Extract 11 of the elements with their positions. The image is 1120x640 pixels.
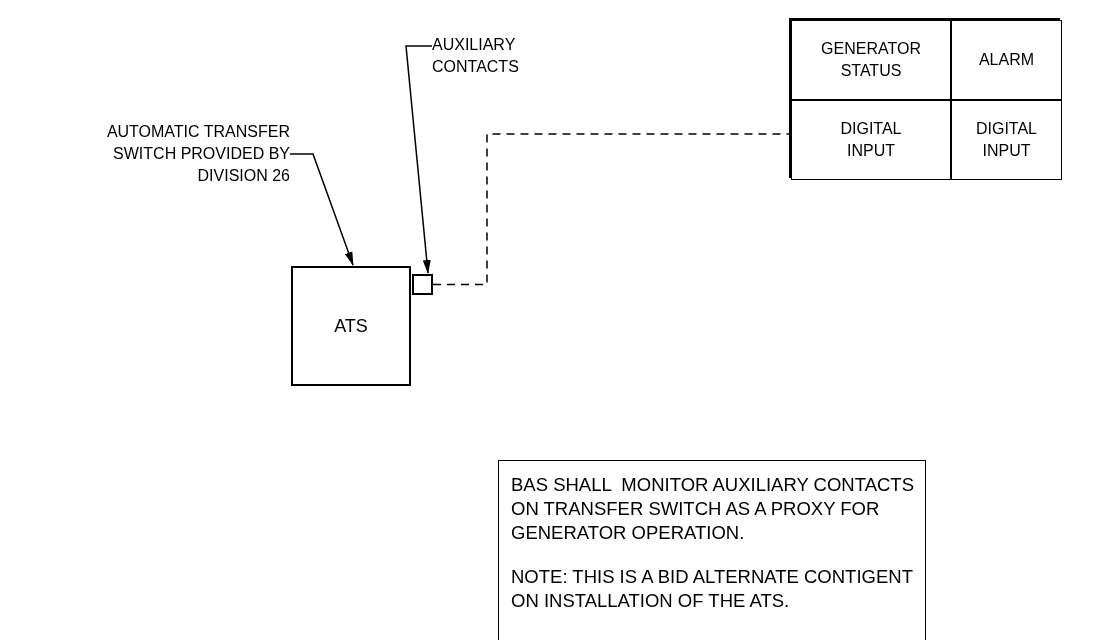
leader-line (405, 45, 433, 274)
signal-line (432, 133, 790, 286)
point-table (789, 18, 1060, 178)
contact-square (412, 274, 433, 295)
table-cell: ALARM (951, 20, 1062, 100)
note-box: BAS SHALL MONITOR AUXILIARY CONTACTS ON TRANSFER SWITCH AS A PROXY FOR GENERATOR OPERATION. NOTE: THIS IS A BID ALTERNATE CONTIGENT ON INSTALLATION OF THE ATS. (498, 460, 926, 640)
equipment-box: ATS (291, 266, 411, 386)
table-cell: GENERATOR STATUS (791, 20, 951, 100)
leader-line (289, 153, 354, 266)
table-cell: DIGITAL INPUT (791, 100, 951, 180)
table-cell: DIGITAL INPUT (951, 100, 1062, 180)
